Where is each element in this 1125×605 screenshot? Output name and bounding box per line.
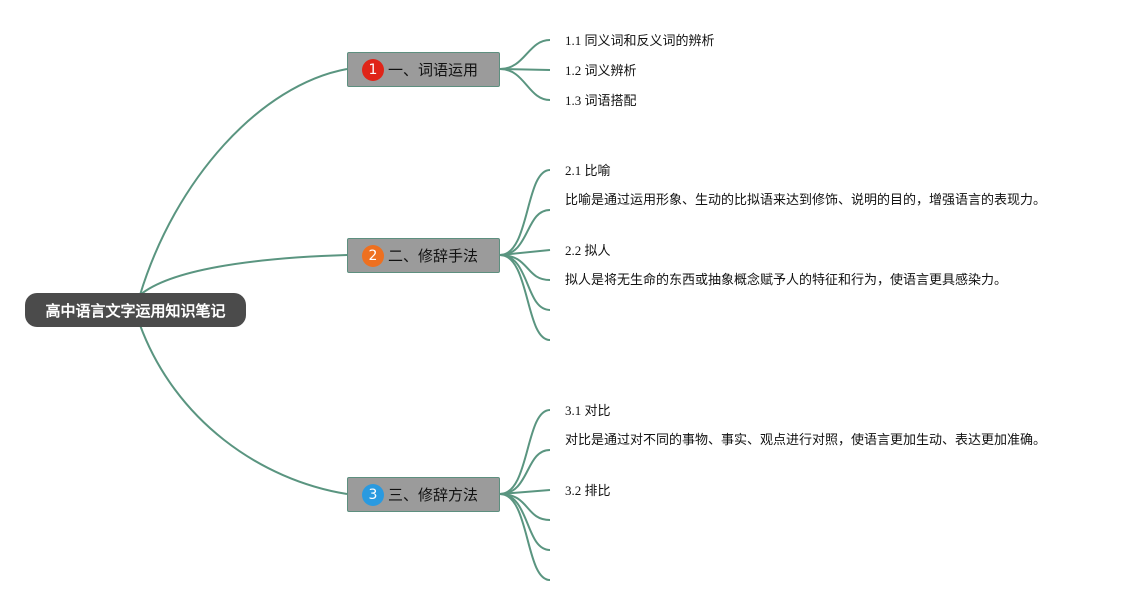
- link-root-branch-3: [139, 324, 348, 495]
- link-b3-leaf-1: [499, 409, 551, 495]
- link-b3-leaf-6: [499, 493, 551, 581]
- leaf-topic[interactable]: 2.2 拟人: [565, 243, 611, 258]
- leaf-topic[interactable]: 1.3 词语搭配: [565, 93, 637, 108]
- root-topic[interactable]: 高中语言文字运用知识笔记: [25, 293, 246, 327]
- link-b1-leaf-1: [499, 39, 551, 70]
- link-b1-leaf-2: [499, 68, 551, 71]
- leaf-topic[interactable]: 2.1 比喻: [565, 163, 611, 178]
- link-root-branch-2: [139, 254, 348, 296]
- priority-2-icon: 2: [362, 244, 384, 267]
- leaf-topic[interactable]: 1.2 词义辨析: [565, 63, 637, 78]
- link-b2-leaf-5: [499, 254, 551, 311]
- priority-1-icon: 1: [362, 58, 384, 81]
- branch-topic-label: 二、修辞手法: [388, 247, 479, 265]
- branch-topic-1[interactable]: 1 一、词语运用: [347, 52, 500, 87]
- leaf-topic[interactable]: 1.1 同义词和反义词的辨析: [565, 33, 715, 48]
- link-b2-leaf-1: [499, 169, 551, 256]
- root-topic-label: 高中语言文字运用知识笔记: [45, 301, 226, 320]
- leaf-topic[interactable]: 3.1 对比: [565, 403, 611, 418]
- branch-topic-label: 三、修辞方法: [388, 486, 479, 504]
- link-b3-leaf-3: [499, 489, 551, 495]
- leaf-note[interactable]: 对比是通过对不同的事物、事实、观点进行对照，使语言更加生动、表达更加准确。: [565, 433, 1047, 448]
- link-b3-leaf-5: [499, 493, 551, 551]
- link-b2-leaf-3: [499, 249, 551, 256]
- link-b2-leaf-6: [499, 254, 551, 341]
- leaf-topic[interactable]: 3.2 排比: [565, 483, 611, 498]
- branch-topic-3[interactable]: 3 三、修辞方法: [347, 477, 500, 512]
- branch-topic-2[interactable]: 2 二、修辞手法: [347, 238, 500, 273]
- link-root-branch-1: [139, 68, 348, 296]
- branch-topic-label: 一、词语运用: [388, 61, 479, 79]
- leaf-note[interactable]: 比喻是通过运用形象、生动的比拟语来达到修饰、说明的目的，增强语言的表现力。: [565, 193, 1047, 208]
- priority-3-icon: 3: [362, 483, 384, 506]
- leaf-note[interactable]: 拟人是将无生命的东西或抽象概念赋予人的特征和行为，使语言更具感染力。: [565, 273, 1008, 288]
- link-b1-leaf-3: [499, 68, 551, 101]
